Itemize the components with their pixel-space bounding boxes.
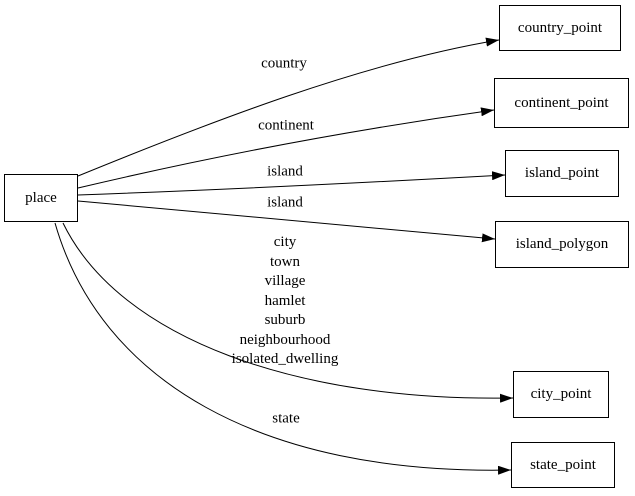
edge-label-city-group: city town village hamlet suburb neighbou… — [231, 233, 339, 367]
edge-label-state: state — [272, 410, 300, 427]
edge-label-continent: continent — [258, 117, 314, 134]
node-island-polygon: island_polygon — [495, 221, 629, 268]
edge-place-to-continent-point — [77, 107, 495, 189]
node-city-point: city_point — [513, 371, 609, 418]
edge-place-to-country-point — [77, 37, 500, 177]
edge-label-island-point: island — [267, 163, 303, 180]
edge-label-country: country — [261, 55, 307, 72]
node-island-point: island_point — [505, 150, 619, 197]
edge-place-to-island-polygon — [77, 200, 496, 243]
edge-place-to-island-point — [77, 171, 506, 196]
node-state-point: state_point — [511, 442, 615, 488]
edge-label-island-polygon: island — [267, 194, 303, 211]
node-place: place — [4, 174, 78, 222]
edge-place-to-state-point — [54, 222, 512, 475]
node-country-point: country_point — [499, 5, 621, 51]
edge-place-to-city-point — [62, 222, 514, 403]
node-continent-point: continent_point — [494, 78, 629, 128]
